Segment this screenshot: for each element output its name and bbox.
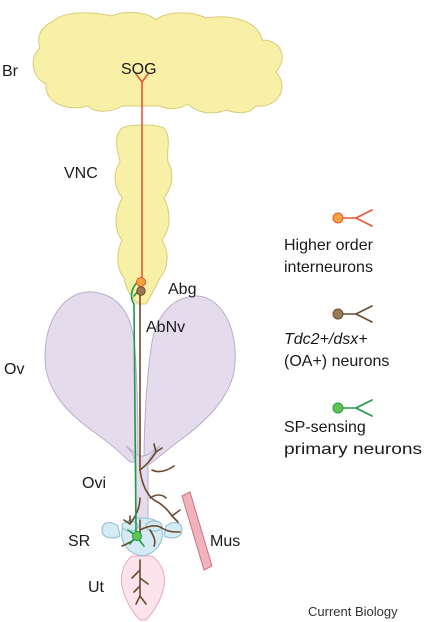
legend: Higher order interneurons Tdc2+/dsx+ (OA… (284, 209, 422, 458)
label-abg: Abg (168, 281, 196, 298)
legend-oa-line2: (OA+) neurons (284, 353, 389, 370)
legend-sp-line2: primary neurons (284, 441, 422, 458)
legend-oa-line1: Tdc2+/dsx+ (284, 331, 368, 348)
vnc-shape (114, 124, 173, 305)
label-mus: Mus (210, 533, 240, 550)
label-vnc: VNC (64, 165, 98, 182)
brain-shape (32, 12, 283, 114)
ovary-right (143, 295, 236, 465)
interneuron-soma (136, 277, 146, 287)
seminal-receptacle (101, 517, 183, 557)
muscle (181, 491, 213, 571)
legend-interneuron: Higher order interneurons (284, 209, 374, 276)
label-ov: Ov (4, 361, 24, 378)
label-abnv: AbNv (146, 319, 185, 336)
legend-oa-symbol (339, 305, 373, 323)
legend-sp-symbol (339, 399, 373, 417)
interneuron (135, 73, 149, 282)
label-ovi: Ovi (82, 475, 106, 492)
label-br: Br (2, 63, 19, 80)
oa-soma (136, 286, 146, 296)
legend-interneuron-soma (332, 212, 344, 224)
legend-sp: SP-sensing primary neurons (284, 399, 422, 458)
legend-interneuron-line2: interneurons (284, 259, 373, 276)
legend-sp-line1: SP-sensing (284, 419, 366, 436)
uterus (121, 555, 165, 621)
legend-interneuron-symbol (339, 209, 373, 227)
legend-oa-soma (332, 308, 344, 320)
label-sr: SR (68, 533, 90, 550)
legend-sp-soma (332, 402, 344, 414)
legend-interneuron-line1: Higher order (284, 237, 374, 254)
label-ut: Ut (88, 579, 105, 596)
legend-oa: Tdc2+/dsx+ (OA+) neurons (284, 305, 389, 370)
label-sog: SOG (121, 61, 157, 78)
ovary-left (44, 291, 139, 463)
journal-credit: Current Biology (308, 604, 398, 619)
sp-soma (132, 531, 142, 541)
